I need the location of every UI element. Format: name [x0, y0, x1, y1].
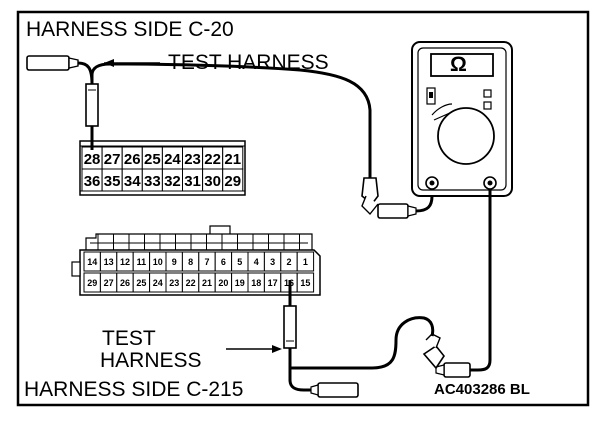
c215-pin-number: 27 — [104, 278, 114, 288]
c215-pin-number: 18 — [251, 278, 261, 288]
c215-pin-number: 17 — [268, 278, 278, 288]
c20-pin-number: 29 — [224, 173, 241, 190]
c215-pin-number: 6 — [221, 257, 226, 267]
c215-pin-number: 7 — [204, 257, 209, 267]
probe-c215 — [283, 280, 297, 349]
c215-pin-number: 8 — [188, 257, 193, 267]
label-harness-side-c215: HARNESS SIDE C-215 — [24, 378, 244, 401]
alligator-clip-bottom — [422, 333, 445, 370]
c215-pin-number: 21 — [202, 278, 212, 288]
c20-pin-number: 21 — [224, 151, 241, 168]
c215-pin-number: 3 — [270, 257, 275, 267]
c20-pin-number: 26 — [124, 151, 141, 168]
c20-pin-number: 25 — [144, 151, 161, 168]
c215-pin-number: 1 — [303, 257, 308, 267]
c215-pin-number: 22 — [186, 278, 196, 288]
c20-pin-number: 23 — [184, 151, 201, 168]
c215-cavity — [296, 272, 315, 293]
c215-pin-number: 26 — [120, 278, 130, 288]
c215-pin-number: 15 — [300, 278, 310, 288]
c215-pin-number: 25 — [136, 278, 146, 288]
c215-pin-number: 19 — [235, 278, 245, 288]
c215-pin-number: 12 — [120, 257, 130, 267]
meter-lead-right — [470, 189, 492, 372]
c20-pin-number: 34 — [124, 173, 141, 190]
alligator-clip-top — [361, 177, 417, 219]
frame — [16, 10, 590, 407]
c215-pin-number: 20 — [218, 278, 228, 288]
label-test: TEST — [102, 327, 156, 350]
label-test-harness-top: TEST HARNESS — [168, 51, 329, 74]
plug-bottom — [310, 382, 359, 398]
c215-pin-number: 2 — [286, 257, 291, 267]
c215-pin-number: 13 — [104, 257, 114, 267]
ohmmeter — [411, 41, 513, 197]
c20-pin-number: 22 — [204, 151, 221, 168]
c215-pin-number: 14 — [87, 257, 97, 267]
c20-pin-number: 35 — [104, 173, 121, 190]
c20-pin-number: 36 — [84, 173, 101, 190]
c20-pin-number: 28 — [84, 151, 101, 168]
cable-to-alligator-top — [90, 62, 372, 178]
c215-pin-number: 10 — [153, 257, 163, 267]
c20-cavity — [222, 168, 244, 192]
figure-code: AC403286 BL — [434, 381, 530, 398]
ohm-symbol: Ω — [450, 53, 467, 76]
c215-cavity — [296, 251, 315, 272]
bottom-harness-cable — [288, 348, 318, 392]
label-harness-side-c20: HARNESS SIDE C-20 — [26, 18, 234, 41]
c20-pin-number: 27 — [104, 151, 121, 168]
c215-pin-number: 29 — [87, 278, 97, 288]
c215-pin-number: 5 — [237, 257, 242, 267]
c20-pin-number: 30 — [204, 173, 221, 190]
c215-pin-number: 4 — [254, 257, 259, 267]
c20-pin-number: 31 — [184, 173, 201, 190]
c215-pin-number: 9 — [172, 257, 177, 267]
c215-pin-number: 11 — [137, 257, 147, 267]
top-harness-cable — [77, 61, 94, 85]
label-harness: HARNESS — [100, 349, 202, 372]
cable-to-alligator-bottom — [288, 316, 435, 370]
plug-top-left — [26, 55, 79, 71]
plug-bottom-right — [435, 362, 471, 378]
c20-pin-number: 33 — [144, 173, 161, 190]
c20-pin-number: 24 — [164, 151, 181, 168]
probe-c20 — [85, 83, 99, 150]
c20-pin-number: 32 — [164, 173, 181, 190]
c215-pin-number: 24 — [153, 278, 163, 288]
c215-pin-number: 23 — [169, 278, 179, 288]
